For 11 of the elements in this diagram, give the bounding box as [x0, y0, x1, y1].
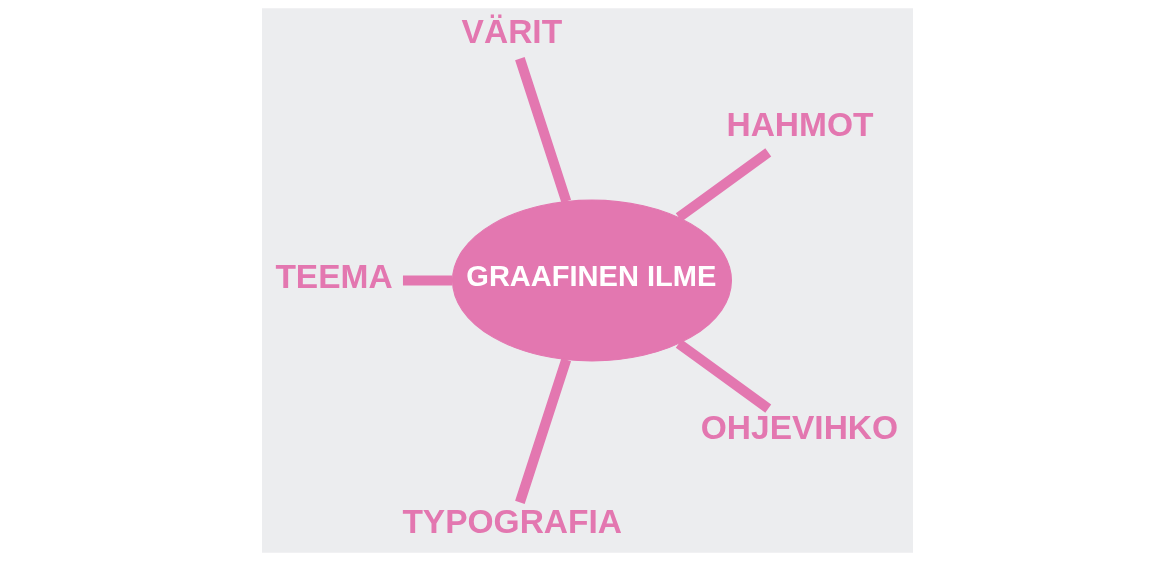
node-ellipse: GRAAFINEN ILME	[451, 199, 732, 362]
node-text: HAHMOT	[725, 106, 873, 144]
node-text: VÄRIT	[461, 12, 562, 50]
node-text: TYPOGRAFIA	[401, 502, 622, 540]
connector	[514, 358, 571, 504]
node-text: TEEMA	[274, 257, 393, 295]
connector	[675, 339, 771, 413]
connector	[675, 148, 771, 222]
connector	[402, 275, 452, 286]
node-text: OHJEVIHKO	[700, 409, 898, 447]
connector	[514, 57, 571, 203]
